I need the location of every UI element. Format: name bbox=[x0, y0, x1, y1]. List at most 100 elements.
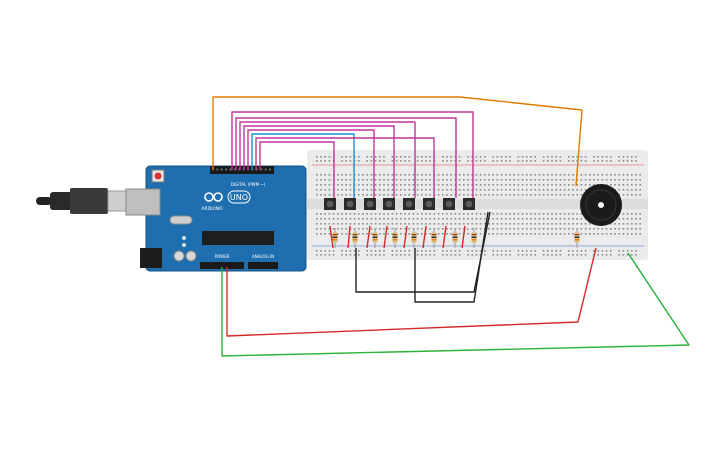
breadboard-hole bbox=[542, 228, 545, 230]
breadboard-hole bbox=[580, 156, 583, 158]
breadboard-hole bbox=[530, 223, 532, 225]
breadboard-hole bbox=[509, 194, 511, 196]
power-header bbox=[200, 262, 244, 269]
breadboard-hole bbox=[320, 174, 322, 176]
breadboard-hole bbox=[635, 179, 637, 181]
resistor-band bbox=[574, 236, 580, 238]
breadboard-hole bbox=[337, 179, 339, 181]
breadboard-hole bbox=[580, 213, 583, 215]
breadboard-hole bbox=[400, 174, 402, 176]
breadboard-hole bbox=[534, 218, 536, 220]
breadboard-hole bbox=[358, 218, 360, 220]
header-pin bbox=[216, 168, 219, 171]
pushbutton[interactable] bbox=[344, 198, 356, 210]
breadboard-hole bbox=[450, 184, 452, 186]
resistor-band bbox=[452, 234, 458, 236]
breadboard-hole bbox=[458, 179, 461, 181]
breadboard-hole bbox=[547, 156, 549, 158]
wire-red-5v bbox=[226, 247, 597, 337]
breadboard-hole bbox=[374, 213, 377, 215]
breadboard-hole bbox=[324, 156, 326, 158]
breadboard-hole bbox=[391, 254, 394, 256]
breadboard-hole bbox=[568, 213, 570, 215]
breadboard-hole bbox=[551, 156, 553, 158]
breadboard-hole bbox=[370, 233, 373, 235]
breadboard-hole bbox=[475, 179, 478, 181]
usb-plug-body bbox=[70, 188, 108, 214]
breadboard-hole bbox=[425, 218, 427, 220]
pushbutton[interactable] bbox=[463, 198, 475, 210]
breadboard-hole bbox=[580, 233, 583, 235]
jumper-red-4 bbox=[383, 225, 388, 249]
breadboard-hole bbox=[597, 228, 599, 230]
digital-header bbox=[210, 166, 274, 174]
breadboard-hole bbox=[488, 184, 490, 186]
pushbutton[interactable] bbox=[443, 198, 455, 210]
breadboard-hole bbox=[391, 250, 394, 252]
breadboard-hole bbox=[572, 218, 574, 220]
breadboard-hole bbox=[383, 184, 385, 186]
breadboard-hole bbox=[631, 223, 633, 225]
pushbutton[interactable] bbox=[423, 198, 435, 210]
breadboard-hole bbox=[362, 174, 364, 176]
breadboard-hole bbox=[555, 174, 557, 176]
breadboard-hole bbox=[446, 189, 448, 191]
breadboard-hole bbox=[626, 179, 629, 181]
breadboard-hole bbox=[580, 254, 583, 256]
breadboard-hole bbox=[635, 223, 637, 225]
breadboard-hole bbox=[542, 218, 545, 220]
breadboard-hole bbox=[358, 250, 360, 252]
breadboard-hole bbox=[387, 174, 389, 176]
pushbutton[interactable] bbox=[403, 198, 415, 210]
breadboard-hole bbox=[429, 228, 431, 230]
pushbutton[interactable] bbox=[324, 198, 336, 210]
resistor-band bbox=[452, 236, 458, 238]
breadboard-hole bbox=[597, 250, 599, 252]
breadboard-hole bbox=[337, 213, 339, 215]
breadboard-hole bbox=[345, 156, 347, 158]
breadboard-hole bbox=[429, 250, 431, 252]
breadboard-hole bbox=[610, 174, 612, 176]
resistor-band bbox=[431, 234, 437, 236]
breadboard-hole bbox=[572, 156, 574, 158]
breadboard-hole bbox=[467, 156, 469, 158]
breadboard-hole bbox=[345, 189, 347, 191]
breadboard-hole bbox=[593, 250, 595, 252]
breadboard-hole bbox=[463, 228, 465, 230]
breadboard-hole bbox=[635, 228, 637, 230]
breadboard-hole bbox=[593, 228, 595, 230]
breadboard-hole bbox=[622, 156, 625, 158]
breadboard-hole bbox=[479, 223, 482, 225]
breadboard-hole bbox=[555, 228, 557, 230]
breadboard-hole bbox=[635, 233, 637, 235]
breadboard-hole bbox=[349, 194, 352, 196]
breadboard-hole bbox=[387, 223, 389, 225]
breadboard-hole bbox=[412, 223, 415, 225]
breadboard-hole bbox=[555, 250, 557, 252]
breadboard-hole bbox=[572, 228, 574, 230]
breadboard-hole bbox=[576, 213, 578, 215]
pushbutton[interactable] bbox=[383, 198, 395, 210]
digital-pwm-label: DIGITAL (PWM ~) bbox=[231, 182, 266, 187]
breadboard-hole bbox=[450, 174, 452, 176]
breadboard-hole bbox=[324, 174, 326, 176]
breadboard-hole bbox=[534, 179, 536, 181]
breadboard-hole bbox=[349, 179, 352, 181]
breadboard-hole bbox=[437, 213, 440, 215]
breadboard-hole bbox=[454, 250, 457, 252]
breadboard-hole bbox=[467, 184, 469, 186]
breadboard-hole bbox=[576, 184, 578, 186]
led-rx-icon bbox=[182, 243, 186, 247]
breadboard-hole bbox=[538, 233, 541, 235]
pushbutton[interactable] bbox=[364, 198, 376, 210]
breadboard-hole bbox=[568, 179, 570, 181]
breadboard-hole bbox=[316, 254, 318, 256]
breadboard-hole bbox=[610, 160, 612, 162]
breadboard-hole bbox=[605, 228, 608, 230]
breadboard-hole bbox=[316, 184, 318, 186]
breadboard-center-channel bbox=[307, 199, 648, 209]
breadboard-hole bbox=[639, 194, 641, 196]
breadboard-hole bbox=[568, 223, 570, 225]
breadboard-hole bbox=[374, 254, 377, 256]
breadboard-hole bbox=[492, 184, 494, 186]
